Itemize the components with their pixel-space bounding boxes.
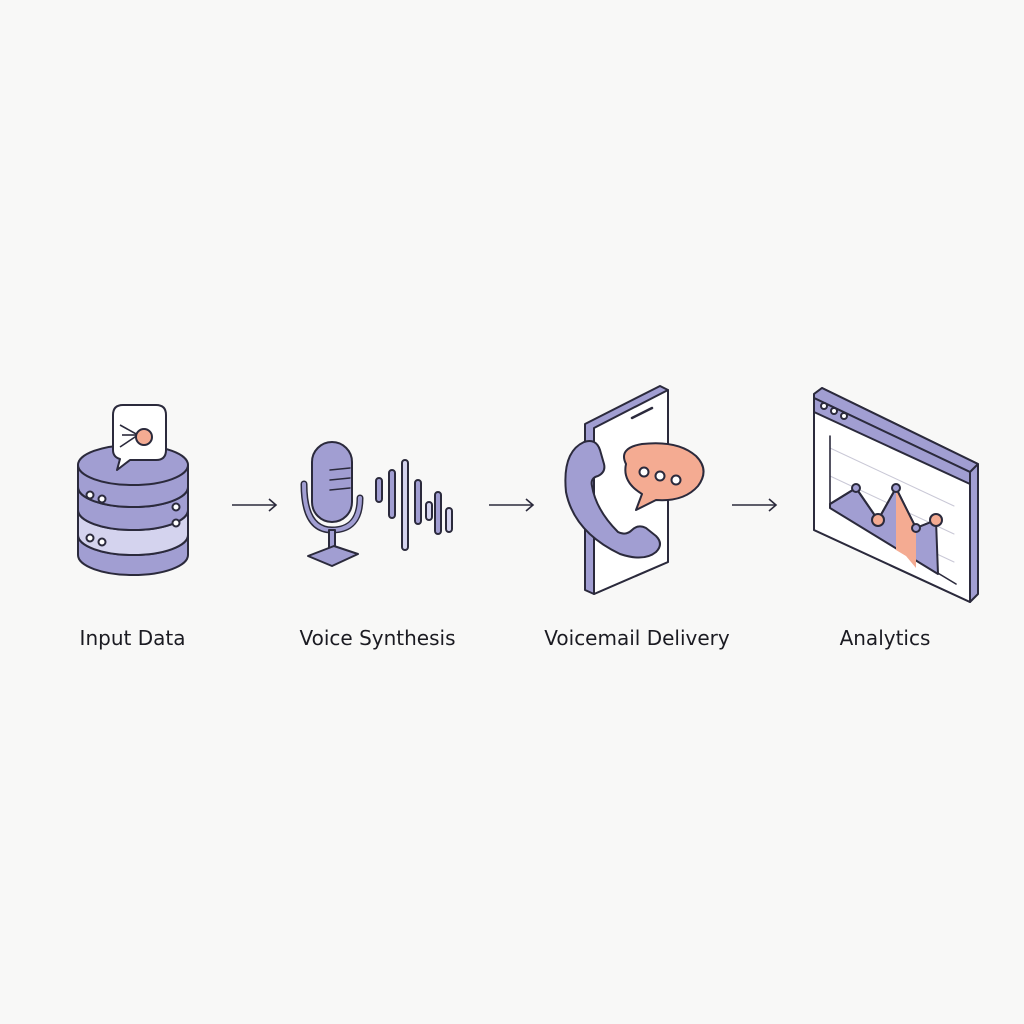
arrow-right-icon bbox=[489, 498, 535, 512]
phone-message-icon bbox=[564, 385, 705, 595]
stage-label-analytics: Analytics bbox=[839, 626, 931, 650]
database-icon bbox=[77, 404, 189, 576]
stage-label-input-data: Input Data bbox=[79, 626, 186, 650]
stage-label-voice-synthesis: Voice Synthesis bbox=[299, 626, 456, 650]
analytics-dashboard-icon bbox=[813, 387, 979, 603]
microphone-icon bbox=[300, 441, 453, 567]
stage-label-voicemail-delivery: Voicemail Delivery bbox=[544, 626, 730, 650]
arrow-right-icon bbox=[232, 498, 278, 512]
arrow-right-icon bbox=[732, 498, 778, 512]
